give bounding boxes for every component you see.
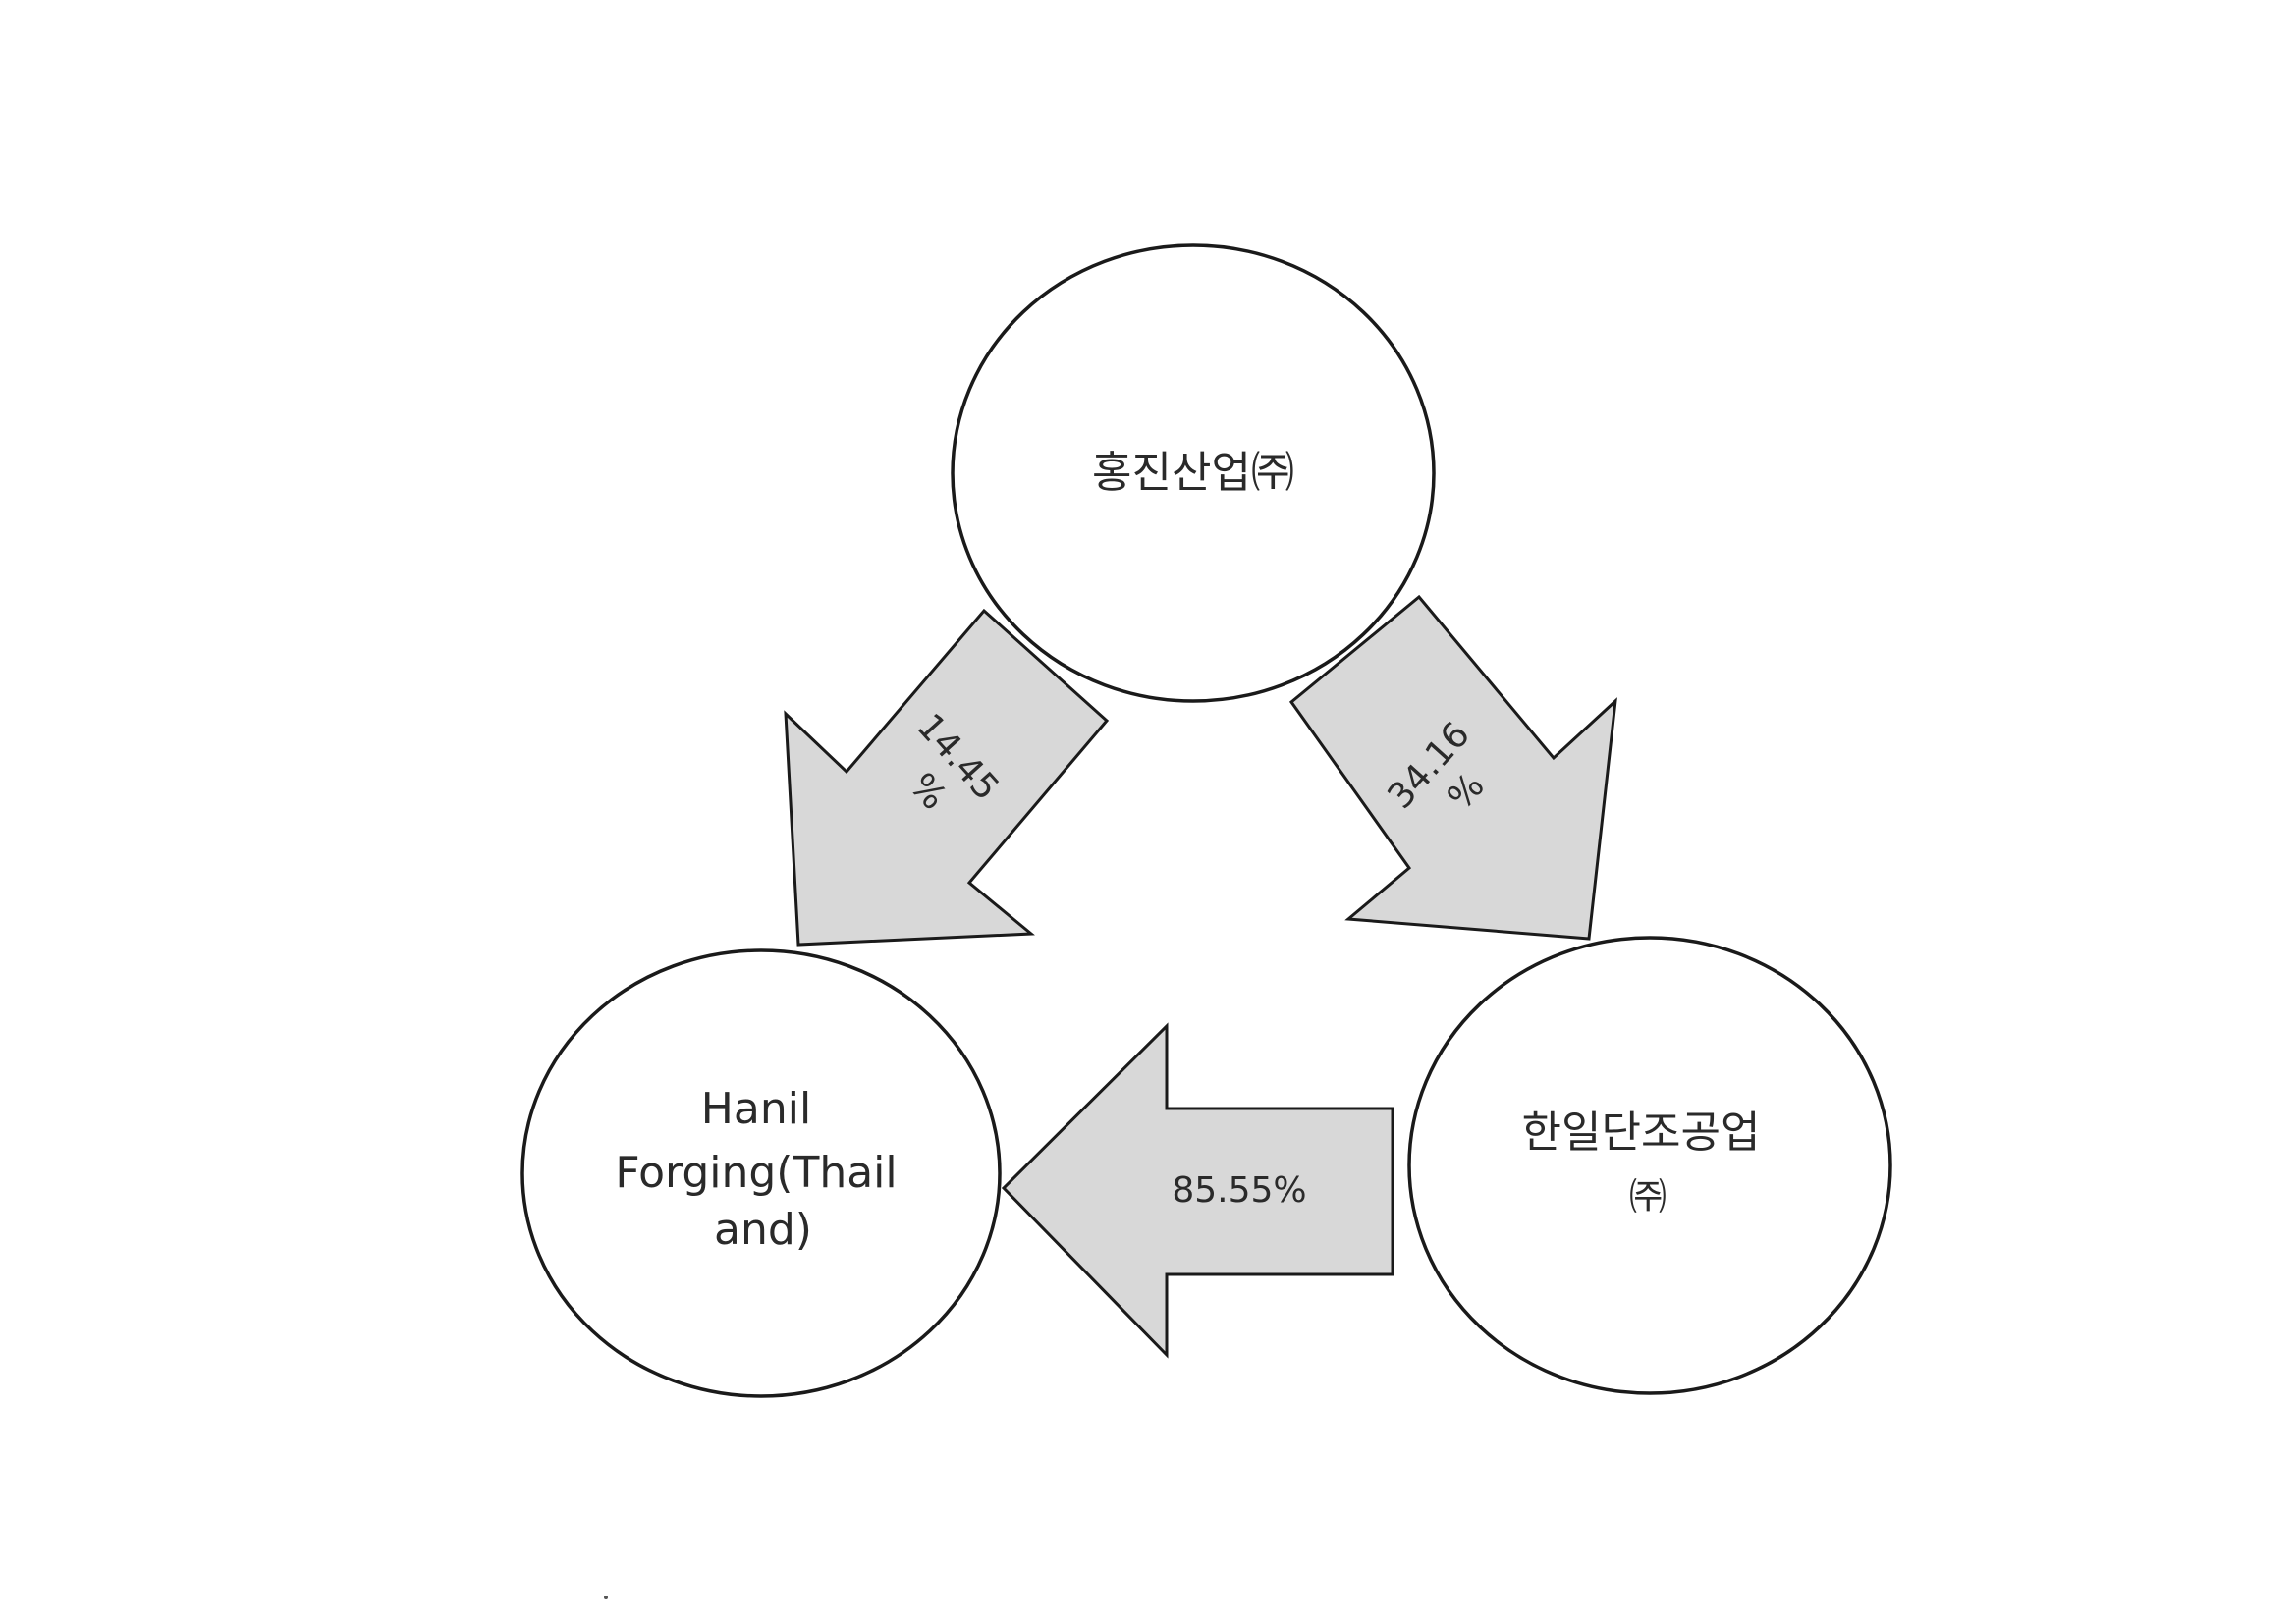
node-hongjin (951, 243, 1436, 703)
node-hanil-forging-thailand (520, 948, 1002, 1398)
node-hanil-danjo-label: 한일단조공업 ㈜ (1522, 1108, 1775, 1218)
node-hongjin-label: 홍진산업㈜ (1092, 448, 1294, 498)
arrow-top-to-left (784, 608, 1110, 947)
scan-speck (604, 1596, 608, 1599)
arrow-top-to-right (1288, 594, 1617, 941)
node-hanil-forging-thailand-label: Hanil Forging(Thail and) (615, 1084, 910, 1255)
arrow-right-to-left (1001, 1022, 1394, 1359)
node-hanil-danjo (1407, 936, 1892, 1395)
edge-right-to-left-label: 85.55% (1172, 1170, 1306, 1211)
